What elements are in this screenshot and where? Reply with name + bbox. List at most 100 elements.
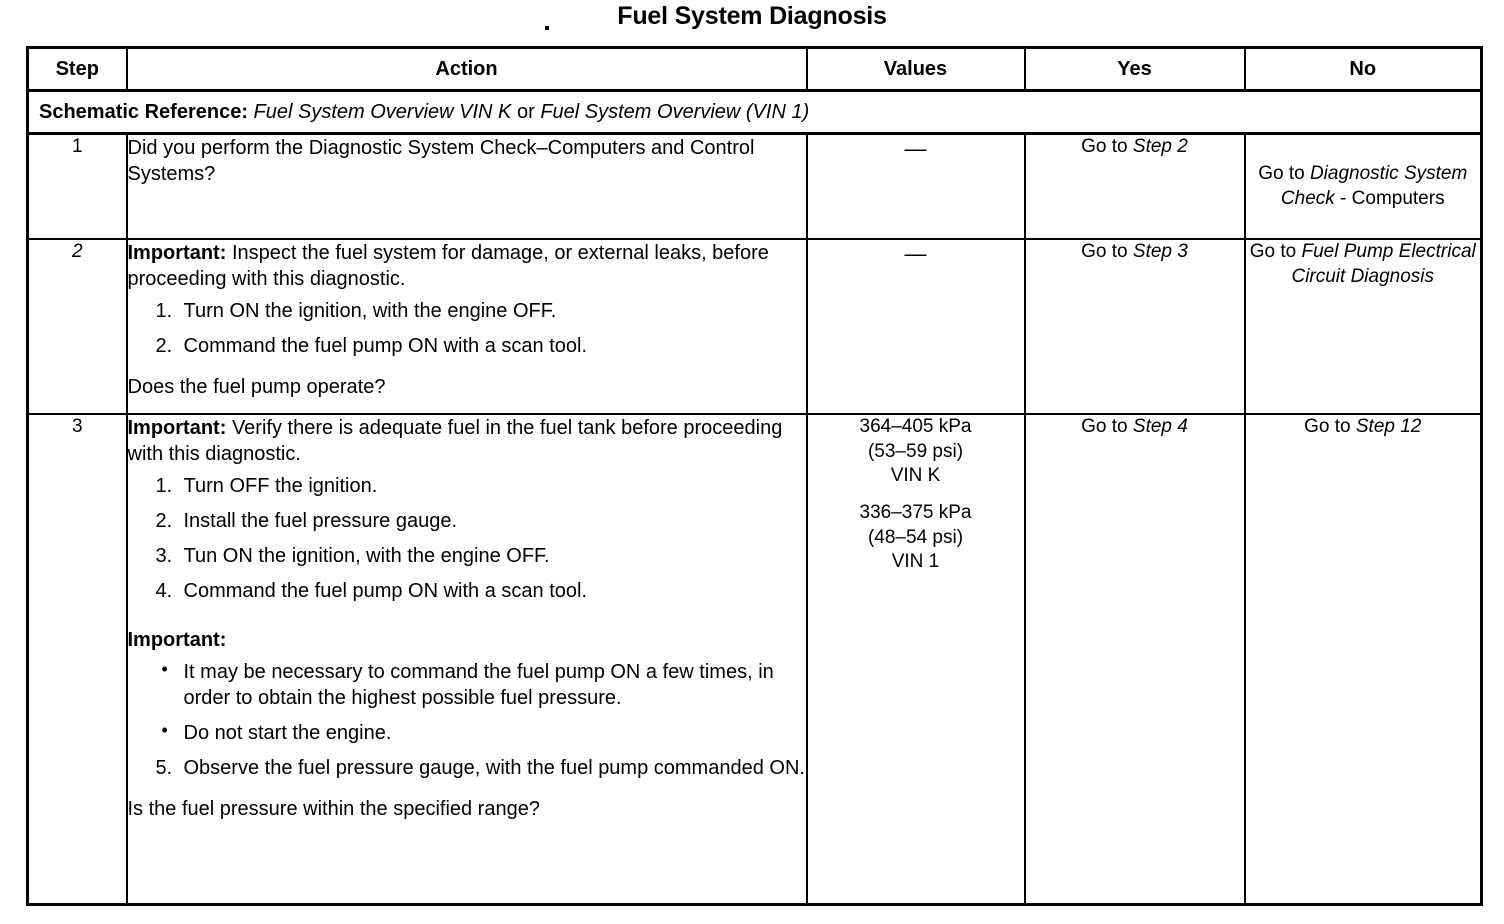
important-text-2: Inspect the fuel system for damage, or e… (127, 242, 769, 290)
schematic-reference-row: Schematic Reference: Fuel System Overvie… (26, 89, 1483, 135)
spacer (128, 613, 806, 627)
spec-kpa-2: 336–375 kPa (859, 502, 972, 524)
no-branch-prefix-3: Go to (1304, 416, 1356, 437)
spec-vin-1: VIN K (890, 465, 941, 487)
list-item-number: 1. (155, 300, 173, 322)
list-item-text: Tun ON the ignition, with the engine OFF… (183, 545, 550, 567)
list-item: 2. Command the fuel pump ON with a scan … (128, 333, 806, 359)
list-item: 5. Observe the fuel pressure gauge, with… (128, 755, 806, 781)
list-item-number: 1. (155, 475, 173, 497)
schematic-reference-link-2[interactable]: Fuel System Overview (VIN 1) (540, 101, 810, 123)
spec-group-vin-1: 336–375 kPa (48–54 psi) VIN 1 (808, 501, 1024, 575)
no-branch-3: Go to Step 12 (1243, 413, 1483, 906)
spec-vin-2: VIN 1 (891, 551, 940, 573)
spec-kpa-1: 364–405 kPa (859, 416, 972, 437)
schematic-reference-cell: Schematic Reference: Fuel System Overvie… (26, 89, 1483, 135)
scan-speck (545, 26, 549, 30)
important-text-3: Verify there is adequate fuel in the fue… (127, 417, 783, 465)
list-item: 1. Turn ON the ignition, with the engine… (128, 298, 806, 324)
yes-branch-target-1[interactable]: Step 2 (1132, 136, 1188, 157)
list-item-text: Turn ON the ignition, with the engine OF… (183, 300, 557, 322)
spacer (808, 489, 1024, 501)
column-header-no: No (1243, 46, 1483, 92)
table-header-row: Step Action Values Yes No (26, 46, 1483, 92)
action-question-2: Does the fuel pump operate? (127, 376, 386, 398)
action-question-1: Did you perform the Diagnostic System Ch… (127, 137, 755, 185)
table-row-step-2: 2 Important: Inspect the fuel system for… (26, 238, 1483, 415)
step-number-2: 2 (26, 238, 128, 415)
schematic-reference-link-1[interactable]: Fuel System Overview VIN K (253, 101, 512, 123)
yes-branch-1: Go to Step 2 (1023, 132, 1246, 240)
bullet-icon: • (161, 659, 168, 679)
action-step-list-2: 1. Turn ON the ignition, with the engine… (128, 298, 806, 359)
column-header-step: Step (26, 46, 128, 92)
no-branch-2: Go to Fuel Pump Electrical Circuit Diagn… (1243, 238, 1483, 415)
list-item: • It may be necessary to command the fue… (128, 659, 806, 711)
list-item: 3. Tun ON the ignition, with the engine … (128, 543, 806, 569)
action-cell-1: Did you perform the Diagnostic System Ch… (125, 132, 808, 240)
values-dash-2: — (904, 241, 927, 266)
action-step-list-3: 1. Turn OFF the ignition. 2. Install the… (128, 473, 806, 604)
no-branch-suffix-1: - Computers (1334, 187, 1445, 209)
no-branch-target-2[interactable]: Fuel Pump Electrical Circuit Diagnosis (1291, 241, 1476, 287)
list-item-number: 5. (155, 757, 173, 779)
schematic-reference-label: Schematic Reference: (39, 101, 248, 123)
diagnostic-table: Step Action Values Yes No Schematic Refe… (26, 46, 1483, 906)
no-branch-1: Go to Diagnostic System Check - Computer… (1243, 132, 1483, 240)
table-row-step-3: 3 Important: Verify there is adequate fu… (26, 413, 1483, 906)
schematic-reference-conjunction: or (516, 101, 535, 123)
action-important-3: Important: Verify there is adequate fuel… (128, 415, 806, 467)
yes-branch-prefix-3: Go to (1081, 416, 1133, 437)
list-item: • Do not start the engine. (128, 720, 806, 746)
action-step-list-3b: 5. Observe the fuel pressure gauge, with… (128, 755, 806, 781)
yes-branch-prefix-2: Go to (1081, 241, 1133, 262)
values-cell-3: 364–405 kPa (53–59 psi) VIN K 336–375 kP… (805, 413, 1026, 906)
list-item-number: 2. (155, 335, 173, 357)
action-question-3: Is the fuel pressure within the specifie… (127, 798, 540, 820)
spec-group-vin-k: 364–405 kPa (53–59 psi) VIN K (808, 415, 1024, 489)
yes-branch-3: Go to Step 4 (1023, 413, 1246, 906)
action-bullet-list-3: • It may be necessary to command the fue… (128, 659, 806, 746)
list-item-text: Do not start the engine. (183, 722, 392, 744)
action-cell-2: Important: Inspect the fuel system for d… (125, 238, 808, 415)
action-important-2: Important: Inspect the fuel system for d… (128, 240, 806, 292)
spec-psi-2: (48–54 psi) (867, 526, 964, 548)
values-dash-1: — (904, 136, 927, 161)
action-cell-3: Important: Verify there is adequate fuel… (125, 413, 808, 906)
important-label-3: Important: (127, 417, 227, 439)
yes-branch-2: Go to Step 3 (1023, 238, 1246, 415)
column-header-action: Action (125, 46, 808, 92)
bullet-icon: • (161, 720, 168, 740)
no-branch-prefix-2: Go to (1249, 241, 1302, 262)
list-item: 1. Turn OFF the ignition. (128, 473, 806, 499)
no-branch-target-1[interactable]: Diagnostic System Check (1280, 162, 1468, 209)
list-item-text: Observe the fuel pressure gauge, with th… (183, 757, 805, 779)
values-cell-2: — (805, 238, 1026, 415)
page-title: Fuel System Diagnosis (617, 2, 887, 30)
step-number-1: 1 (26, 132, 128, 240)
action-important-label-3b: Important: (128, 627, 806, 653)
list-item: 2. Install the fuel pressure gauge. (128, 508, 806, 534)
list-item-text: Turn OFF the ignition. (183, 475, 378, 497)
yes-branch-target-2[interactable]: Step 3 (1132, 241, 1188, 262)
no-branch-target-3[interactable]: Step 12 (1355, 416, 1422, 437)
column-header-yes: Yes (1023, 46, 1246, 92)
list-item-text: Command the fuel pump ON with a scan too… (183, 335, 588, 357)
values-cell-1: — (805, 132, 1026, 240)
column-header-values: Values (805, 46, 1026, 92)
yes-branch-prefix-1: Go to (1081, 136, 1133, 157)
table-row-step-1: 1 Did you perform the Diagnostic System … (26, 132, 1483, 240)
step-number-3: 3 (26, 413, 128, 906)
list-item-number: 4. (155, 580, 173, 602)
important-label-2: Important: (127, 242, 227, 264)
list-item-number: 2. (155, 510, 173, 532)
list-item-number: 3. (155, 545, 173, 567)
list-item-text: It may be necessary to command the fuel … (183, 661, 774, 709)
list-item-text: Install the fuel pressure gauge. (183, 510, 458, 532)
list-item: 4. Command the fuel pump ON with a scan … (128, 578, 806, 604)
no-branch-prefix-1: Go to (1258, 162, 1310, 184)
yes-branch-target-3[interactable]: Step 4 (1132, 416, 1188, 437)
spec-psi-1: (53–59 psi) (867, 440, 964, 462)
list-item-text: Command the fuel pump ON with a scan too… (183, 580, 588, 602)
